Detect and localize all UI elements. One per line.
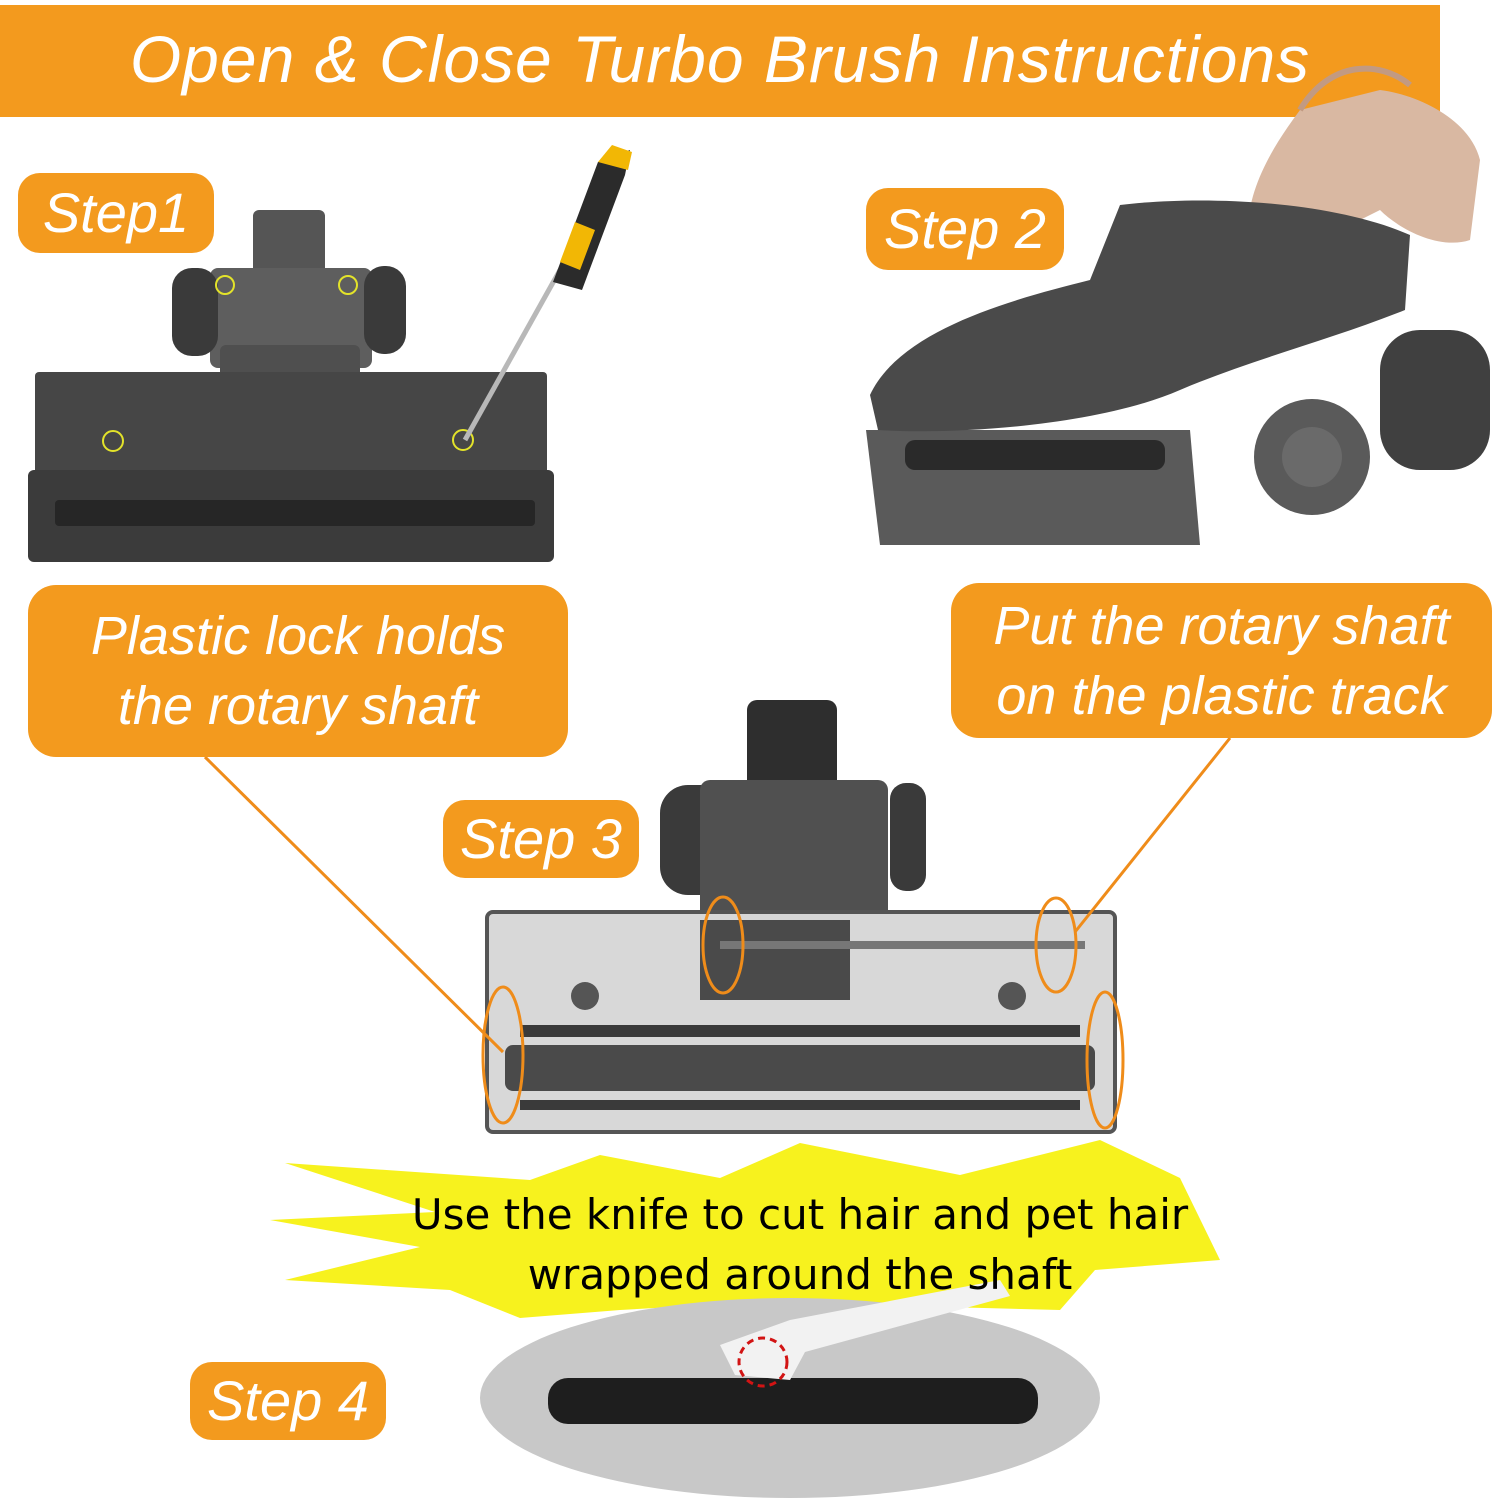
callout-plastic-lock-line1: Plastic lock holds: [90, 606, 506, 666]
step1-badge: Step1: [18, 173, 214, 253]
callout-plastic-track-line2: on the plastic track: [996, 666, 1447, 726]
brush-roll-knife-image: [480, 1280, 1100, 1498]
starburst-shape: [270, 1140, 1220, 1318]
turbo-brush-step2-image: [866, 200, 1490, 545]
step2-badge: Step 2: [866, 188, 1064, 270]
turbo-brush-step1-image: [28, 210, 554, 562]
callout-plastic-lock: Plastic lock holds the rotary shaft: [28, 585, 568, 757]
step3-badge: Step 3: [443, 800, 639, 878]
turbo-brush-step3-image: [481, 700, 1125, 1134]
callout-plastic-track: Put the rotary shaft on the plastic trac…: [951, 583, 1492, 738]
title-banner: Open & Close Turbo Brush Instructions: [0, 5, 1440, 117]
knife-instruction: Use the knife to cut hair and pet hair w…: [360, 1185, 1240, 1305]
leader-line-left: [203, 755, 505, 1054]
step4-badge: Step 4: [190, 1362, 386, 1440]
knife-instruction-line2: wrapped around the shaft: [527, 1250, 1073, 1299]
page-title: Open & Close Turbo Brush Instructions: [129, 22, 1311, 96]
leader-line-right: [1073, 737, 1232, 933]
screwdriver-image: [462, 145, 632, 442]
knife-instruction-line1: Use the knife to cut hair and pet hair: [411, 1190, 1189, 1239]
callout-plastic-track-line1: Put the rotary shaft: [993, 596, 1450, 656]
callout-plastic-lock-line2: the rotary shaft: [117, 676, 479, 736]
